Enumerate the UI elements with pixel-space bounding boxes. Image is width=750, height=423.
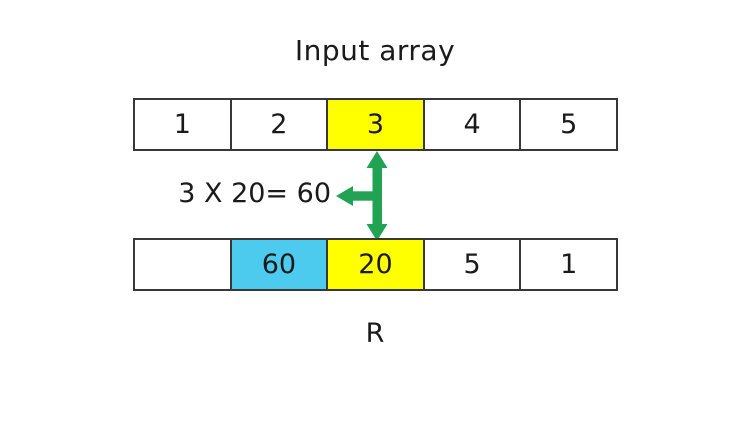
result-array-cell-2: 20 — [326, 240, 423, 289]
input-array-cell-3: 4 — [422, 100, 520, 149]
result-array: 60 20 5 1 — [133, 238, 618, 291]
diagram-title: Input array — [294, 34, 456, 67]
input-array-cell-2: 3 — [326, 100, 423, 149]
input-array-cell-4: 5 — [519, 100, 616, 149]
multiplication-annotation: 3 X 20= 60 — [178, 178, 331, 209]
input-array-cell-0: 1 — [173, 109, 191, 140]
result-array-label: R — [365, 318, 385, 349]
input-array: 1 2 3 4 5 — [133, 98, 618, 151]
result-array-cell-4: 1 — [519, 240, 616, 289]
result-array-cell-3: 5 — [422, 240, 520, 289]
input-array-cell-1: 2 — [229, 100, 327, 149]
result-array-cell-1: 60 — [229, 240, 327, 289]
result-array-cell-0 — [135, 240, 230, 289]
